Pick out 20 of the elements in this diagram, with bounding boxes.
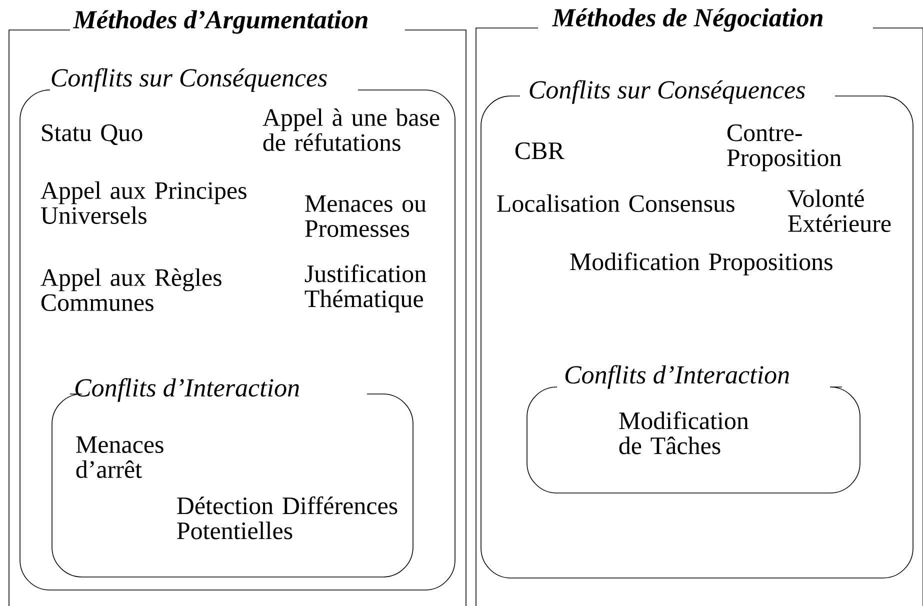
method-label: Contre-Proposition bbox=[727, 124, 842, 172]
method-label: Justification Thématique bbox=[304, 264, 426, 312]
method-label: Localisation Consensus bbox=[497, 194, 734, 212]
method-label: Modification de Tâches bbox=[619, 411, 749, 454]
method-label: Modification Propositions bbox=[570, 252, 832, 276]
method-label: Volonté Extérieure bbox=[788, 189, 891, 232]
section-title: Conflits sur Conséquences bbox=[530, 80, 805, 104]
method-label: Appel aux Règles Communes bbox=[40, 268, 222, 312]
method-label: Détection Différences Potentielles bbox=[177, 496, 398, 540]
section-title: Méthodes d’Argumentation bbox=[72, 10, 368, 34]
method-label: Appel aux Principes Universels bbox=[40, 181, 246, 224]
section-title: Méthodes de Négociation bbox=[552, 8, 823, 32]
method-label: CBR bbox=[515, 142, 564, 160]
section-title: Conflits d’Interaction bbox=[565, 365, 789, 389]
method-label: Menaces ou Promesses bbox=[305, 195, 426, 238]
method-label: Menaces d’arrêt bbox=[76, 436, 164, 478]
method-label: Appel à une base de réfutations bbox=[262, 108, 440, 152]
method-label: Statu Quo bbox=[42, 124, 142, 145]
section-title: Conflits sur Conséquences bbox=[52, 68, 327, 92]
section-title: Conflits d’Interaction bbox=[75, 378, 299, 402]
